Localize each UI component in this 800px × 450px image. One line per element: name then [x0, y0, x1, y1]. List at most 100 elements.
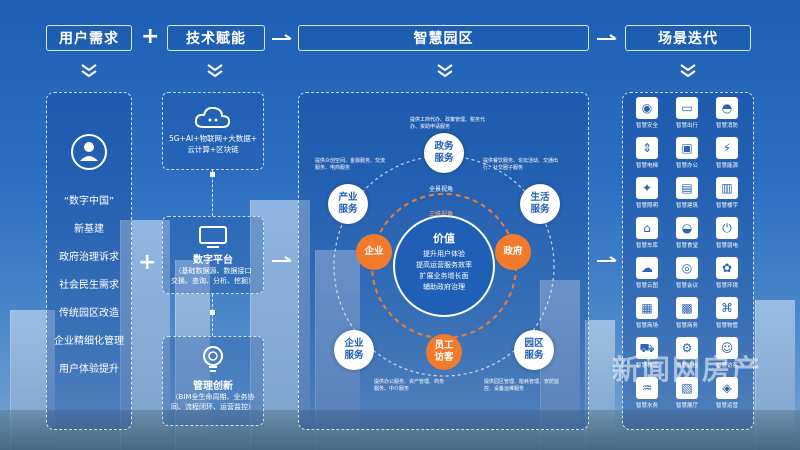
scene-label: 智慧能源	[715, 163, 738, 169]
arrow-right-icon	[597, 34, 617, 40]
scene-label: 智慧云图	[635, 283, 658, 289]
scene-label: 智慧运营	[715, 403, 738, 409]
connector-line	[212, 170, 213, 216]
energy-icon: ⚡	[716, 137, 738, 159]
node-enterprise-service: 企业服务	[334, 330, 374, 370]
scene-label: 智慧食堂	[675, 243, 698, 249]
desc-industry: 提供众创空间、金融服务、交流服务、电商服务	[315, 158, 386, 171]
monitor-icon	[199, 226, 227, 248]
briefcase-icon: ▩	[676, 297, 698, 319]
connector-dot	[210, 310, 215, 315]
scene-label: 智慧商务	[675, 323, 698, 329]
scene-item: ▩ 智慧商务	[669, 297, 705, 329]
header-smart-park: 智慧园区	[298, 25, 589, 51]
background-building	[250, 200, 310, 450]
scene-label: 智慧物管	[715, 323, 738, 329]
scene-label: 智慧出行	[675, 123, 698, 129]
scene-item: ▤智慧建筑	[669, 177, 705, 209]
header-tech-empower: 技术赋能	[167, 25, 265, 51]
scene-item: ⚡ 智慧能源	[709, 137, 745, 169]
environment-icon: ✿	[716, 257, 738, 279]
scene-item: ✦智慧照明	[629, 177, 665, 209]
desc-gov: 提供工商代办、政策管理、税务代办、资助申请服务	[410, 117, 486, 130]
connector-dot	[210, 172, 215, 177]
scene-item: ▦智慧商场	[629, 297, 665, 329]
node-industry-service: 产业服务	[328, 184, 368, 224]
node-park-service: 园区服务	[514, 330, 554, 370]
scene-item: ☁智慧云图	[629, 257, 665, 289]
scene-label: 智慧消防	[715, 123, 738, 129]
scene-item: ✿ 智慧环境	[709, 257, 745, 289]
mgmt-title: 管理创新	[193, 381, 233, 392]
user-need-item: 新基建	[74, 224, 104, 235]
scene-label: 智慧车库	[635, 243, 658, 249]
chevron-down-icon	[207, 64, 223, 78]
mgmt-subtitle: 同、流程闭环、运营监控）	[171, 403, 255, 411]
desc-enterprise-service: 提供办公服务、资产管理、商务服务、中介服务	[374, 379, 445, 392]
scene-label: 智慧环境	[715, 283, 738, 289]
scene-item: ⌂智慧车库	[629, 217, 665, 249]
scene-item: ⇕智慧电梯	[629, 137, 665, 169]
arrow-right-icon	[597, 256, 617, 262]
node-government: 政府	[495, 234, 531, 270]
cloud-icon	[194, 106, 231, 128]
scene-item: ♒智慧水务	[629, 377, 665, 409]
scene-item: ◉智慧安全	[629, 97, 665, 129]
power-icon: ⏻	[716, 217, 738, 239]
node-gov-service: 政务服务	[424, 133, 464, 173]
scene-item: ☺智慧访客	[709, 337, 745, 369]
user-need-item: 用户体验提升	[59, 364, 119, 375]
scene-item: ⚙智慧巡检	[669, 337, 705, 369]
tech-cloud-panel: 5G+AI+物联网+大数据+ 云计算+区块链	[162, 92, 264, 170]
camera-icon: ◉	[636, 97, 658, 119]
visitor-icon: ☺	[716, 337, 738, 359]
user-need-item: 社会民生需求	[59, 280, 119, 291]
background-ground	[0, 410, 800, 450]
tower-icon: ▥	[716, 177, 738, 199]
scene-item: ▭ 智慧出行	[669, 97, 705, 129]
scene-label: 智慧办公	[675, 163, 698, 169]
connector-line	[212, 294, 213, 336]
value-title: 价值	[433, 232, 455, 245]
scene-label: 智慧水务	[635, 403, 658, 409]
scene-item: ▧智慧展厅	[669, 377, 705, 409]
value-item: 提高运营服务效率	[416, 261, 472, 269]
chevron-down-icon	[680, 64, 696, 78]
scene-item: ⌘智慧物管	[709, 297, 745, 329]
elevator-icon: ⇕	[636, 137, 658, 159]
value-item: 提升用户体验	[423, 250, 465, 258]
computer-icon: ▣	[676, 137, 698, 159]
scene-label: 智慧商场	[635, 323, 658, 329]
tech-cloud-text: 5G+AI+物联网+大数据+	[168, 134, 258, 143]
user-needs-panel: “数字中国” 新基建 政府治理诉求 社会民生需求 传统园区改造 企业精细化管理 …	[46, 92, 132, 430]
node-enterprise: 企业	[356, 234, 392, 270]
scene-item: ⛟智慧物流	[629, 337, 665, 369]
header-scene-iteration: 场景迭代	[625, 25, 751, 51]
mgmt-subtitle: （BIM全生命周期、业务协	[171, 393, 255, 401]
platform-title: 数字平台	[193, 255, 233, 266]
arrow-right-icon	[272, 256, 292, 262]
car-icon: ▭	[676, 97, 698, 119]
desc-life: 提供餐饮服务、论坛活动、交通出行、社交圈子服务	[483, 158, 559, 171]
plus-sign: +	[138, 250, 157, 275]
lightbulb-icon	[203, 346, 223, 372]
desc-park-service: 提供园区管理、能耗管理、安防监控、设备运维服务	[484, 379, 560, 392]
scene-label: 智慧建筑	[675, 203, 698, 209]
node-employee-visitor: 员工访客	[426, 334, 462, 370]
cloche-icon: ◒	[676, 217, 698, 239]
scene-label: 智慧楼宇	[715, 203, 738, 209]
user-need-item: “数字中国”	[63, 196, 115, 207]
meeting-icon: ◎	[676, 257, 698, 279]
watermark: 新闻网房产	[611, 353, 762, 386]
scene-label: 智慧会议	[675, 283, 698, 289]
fire-helmet-icon: ◓	[716, 97, 738, 119]
scene-label: 智慧物流	[635, 363, 658, 369]
node-life-service: 生活服务	[520, 184, 560, 224]
scene-label: 智慧巡检	[675, 363, 698, 369]
tech-cloud-text: 云计算+区块链	[187, 145, 239, 154]
value-item: 扩展业务增长面	[419, 272, 469, 280]
platform-subtitle: 交换、查询、分析、挖掘）	[171, 277, 255, 285]
ring-label-inner: 三维视角	[429, 211, 454, 218]
tech-mgmt-panel: 管理创新 （BIM全生命周期、业务协 同、流程闭环、运营监控）	[162, 336, 264, 426]
scene-item: ◎ 智慧会议	[669, 257, 705, 289]
